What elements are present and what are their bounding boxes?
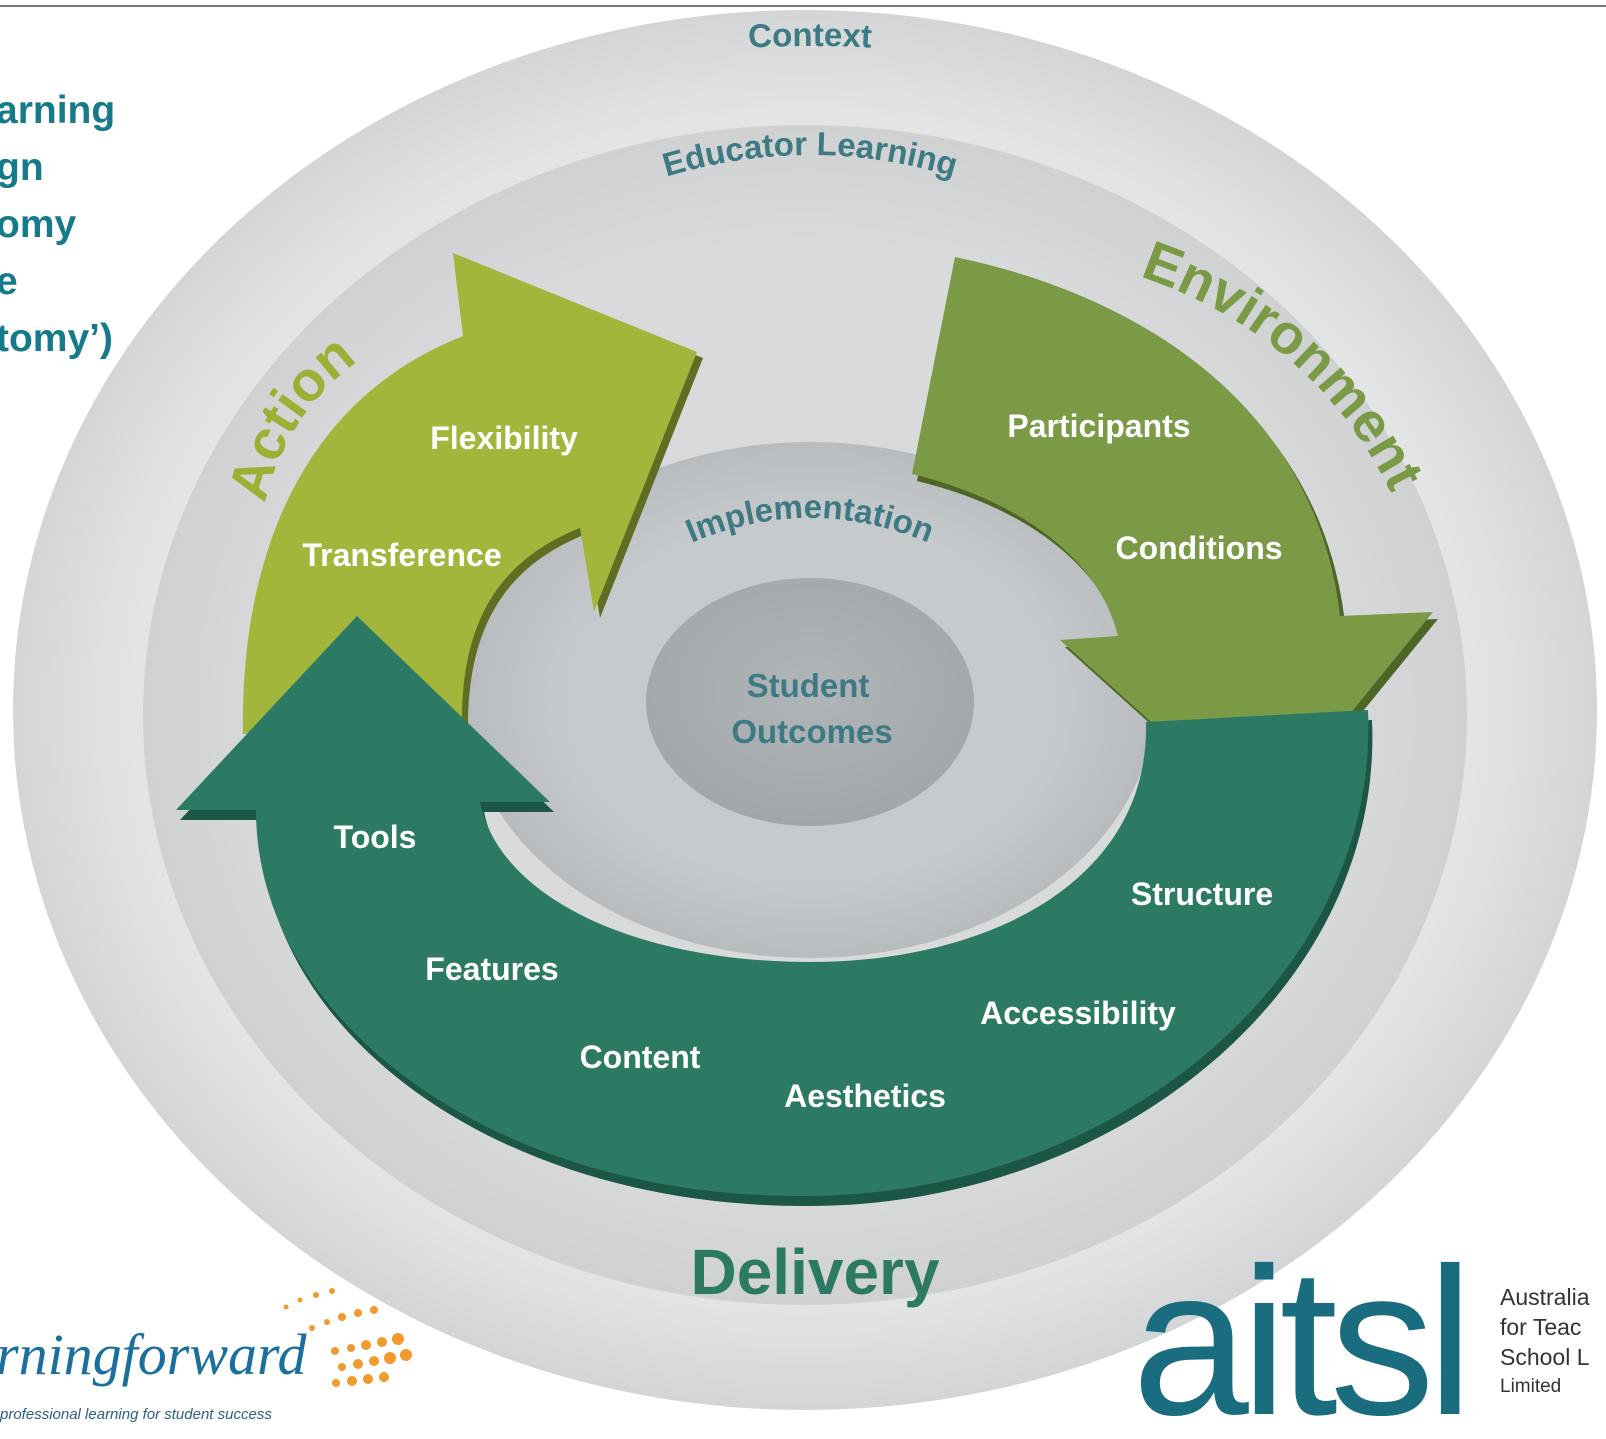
- title-line-5: tomy’): [0, 317, 113, 360]
- learning-forward-dots-icon: [283, 1288, 412, 1387]
- environment-item-conditions: Conditions: [1115, 530, 1282, 566]
- aitsl-name-line-2: for Teac: [1500, 1314, 1582, 1340]
- action-arrow: [242, 253, 704, 740]
- aitsl-name: Australia for Teac School L Limited: [1500, 1282, 1590, 1402]
- delivery-item-aesthetics: Aesthetics: [784, 1078, 946, 1114]
- title-line-1: arning: [0, 89, 116, 132]
- environment-arrow: [912, 257, 1438, 829]
- context-label: Context: [747, 16, 873, 55]
- learning-forward-tagline: professional learning for student succes…: [0, 1406, 272, 1423]
- delivery-item-features: Features: [425, 951, 558, 987]
- aitsl-name-line-1: Australia: [1500, 1284, 1590, 1310]
- aitsl-logo: aitsl: [1132, 1224, 1473, 1439]
- aitsl-name-line-4: Limited: [1500, 1376, 1562, 1397]
- delivery-arrow: [176, 616, 1373, 1207]
- title-line-4: e: [0, 260, 18, 303]
- student-outcomes-line-1: Student: [747, 667, 870, 704]
- delivery-item-accessibility: Accessibility: [980, 995, 1176, 1031]
- environment-item-participants: Participants: [1007, 408, 1190, 444]
- delivery-item-structure: Structure: [1131, 876, 1273, 912]
- learning-forward-wordmark: rningforward: [0, 1322, 307, 1387]
- slide-title: arning gn omy e tomy’): [0, 82, 115, 367]
- aitsl-wordmark: aitsl: [1132, 1224, 1465, 1439]
- delivery-label: Delivery: [690, 1236, 939, 1308]
- action-item-transference: Transference: [302, 537, 501, 573]
- delivery-item-tools: Tools: [334, 819, 417, 855]
- student-outcomes-core: [646, 578, 974, 826]
- action-item-flexibility: Flexibility: [430, 420, 578, 456]
- title-line-2: gn: [0, 146, 44, 189]
- aitsl-name-line-3: School L: [1500, 1344, 1590, 1370]
- learning-forward-logo: rningforward professional learning for s…: [0, 1288, 412, 1423]
- student-outcomes-line-2: Outcomes: [731, 713, 892, 750]
- title-line-3: omy: [0, 203, 77, 246]
- delivery-item-content: Content: [580, 1039, 701, 1075]
